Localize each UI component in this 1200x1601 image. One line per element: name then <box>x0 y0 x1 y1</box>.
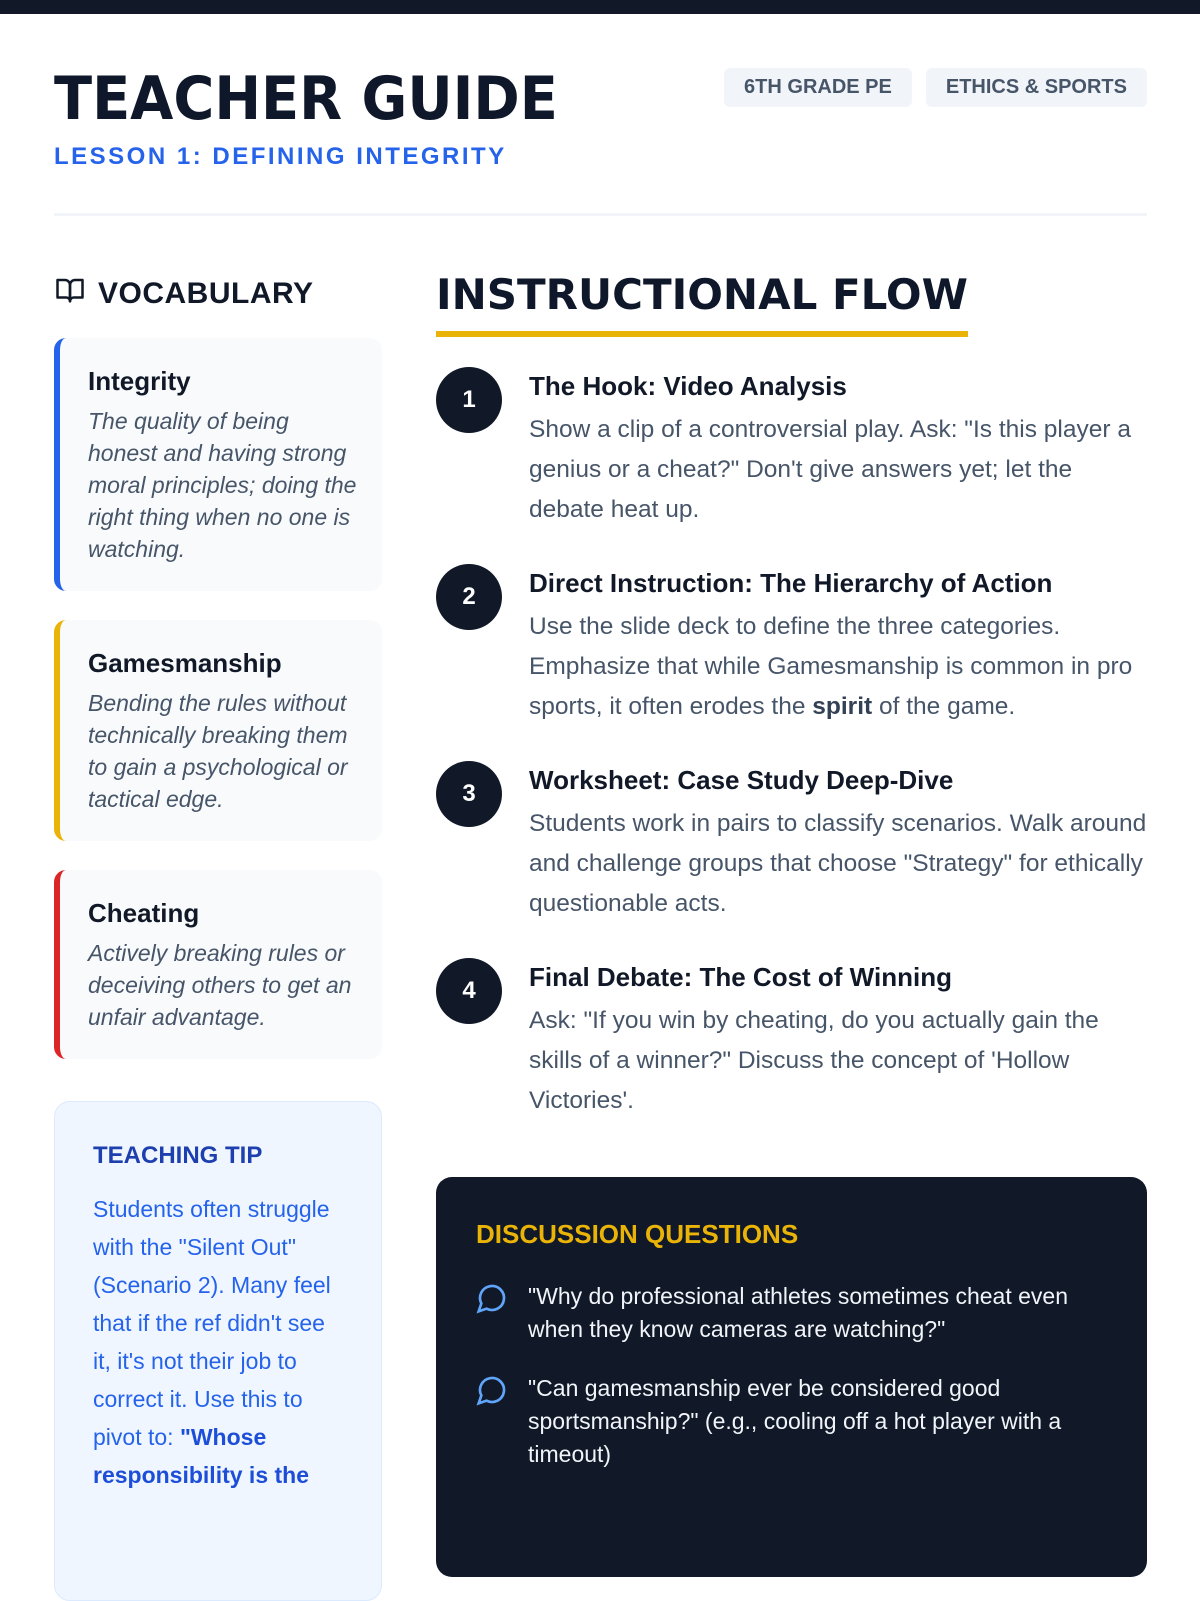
vocab-term: Gamesmanship <box>88 648 282 678</box>
vocabulary-heading-label: VOCABULARY <box>98 277 314 310</box>
step-title: Direct Instruction: The Hierarchy of Act… <box>529 568 1053 598</box>
step-title: Worksheet: Case Study Deep-Dive <box>529 765 954 795</box>
question-text: "Why do professional athletes sometimes … <box>528 1283 1068 1342</box>
discussion-question: "Why do professional athletes sometimes … <box>476 1280 1107 1346</box>
teaching-tip-heading: TEACHING TIP <box>93 1142 263 1169</box>
step-text: Students work in pairs to classify scena… <box>529 810 1147 917</box>
step-text-part: Use the slide deck to define the three c… <box>529 613 1133 720</box>
flow-heading: INSTRUCTIONAL FLOW <box>436 270 968 337</box>
vocab-card-gamesmanship: Gamesmanship Bending the rules without t… <box>54 620 382 841</box>
vocab-definition: Actively breaking rules or deceiving oth… <box>88 940 352 1030</box>
vocab-term: Integrity <box>88 366 191 396</box>
tip-bold-text: "Whose responsibility is the <box>93 1424 309 1488</box>
step-number: 1 <box>436 367 502 433</box>
flow-step: 2 Direct Instruction: The Hierarchy of A… <box>436 564 1147 727</box>
step-title: The Hook: Video Analysis <box>529 371 847 401</box>
speech-bubble-icon <box>476 1372 508 1471</box>
teaching-tip: TEACHING TIP Students often struggle wit… <box>54 1101 382 1601</box>
top-bar <box>0 0 1200 14</box>
discussion-heading: DISCUSSION QUESTIONS <box>476 1219 799 1249</box>
tag-subject: ETHICS & SPORTS <box>925 68 1147 107</box>
question-text: "Can gamesmanship ever be considered goo… <box>528 1375 1062 1467</box>
vocabulary-heading: VOCABULARY <box>54 275 382 313</box>
discussion-questions: DISCUSSION QUESTIONS "Why do professiona… <box>436 1177 1147 1577</box>
step-number: 3 <box>436 761 502 827</box>
vocab-definition: Bending the rules without technically br… <box>88 690 348 812</box>
tip-text: Students often struggle with the "Silent… <box>93 1196 331 1450</box>
tags: 6TH GRADE PE ETHICS & SPORTS <box>724 68 1147 107</box>
sidebar: VOCABULARY Integrity The quality of bein… <box>54 275 382 1601</box>
divider <box>54 213 1147 216</box>
instructional-flow: INSTRUCTIONAL FLOW 1 The Hook: Video Ana… <box>436 270 1147 1577</box>
vocab-card-cheating: Cheating Actively breaking rules or dece… <box>54 870 382 1059</box>
step-text-part: of the game. <box>872 693 1016 720</box>
speech-bubble-icon <box>476 1280 508 1346</box>
lesson-subtitle: LESSON 1: DEFINING INTEGRITY <box>54 143 507 170</box>
vocab-definition: The quality of being honest and having s… <box>88 408 357 562</box>
discussion-question: "Can gamesmanship ever be considered goo… <box>476 1372 1107 1471</box>
vocab-term: Cheating <box>88 898 200 928</box>
vocab-card-integrity: Integrity The quality of being honest an… <box>54 338 382 591</box>
step-title: Final Debate: The Cost of Winning <box>529 962 952 992</box>
step-number: 4 <box>436 958 502 1024</box>
tag-grade: 6TH GRADE PE <box>724 68 912 107</box>
step-text: Use the slide deck to define the three c… <box>529 607 1147 727</box>
step-bold: spirit <box>812 693 873 720</box>
teaching-tip-text: Students often struggle with the "Silent… <box>93 1190 343 1494</box>
step-text: Ask: "If you win by cheating, do you act… <box>529 1007 1099 1114</box>
page-title: TEACHER GUIDE <box>54 64 558 134</box>
step-text: Show a clip of a controversial play. Ask… <box>529 416 1131 523</box>
book-icon <box>54 275 86 313</box>
step-number: 2 <box>436 564 502 630</box>
